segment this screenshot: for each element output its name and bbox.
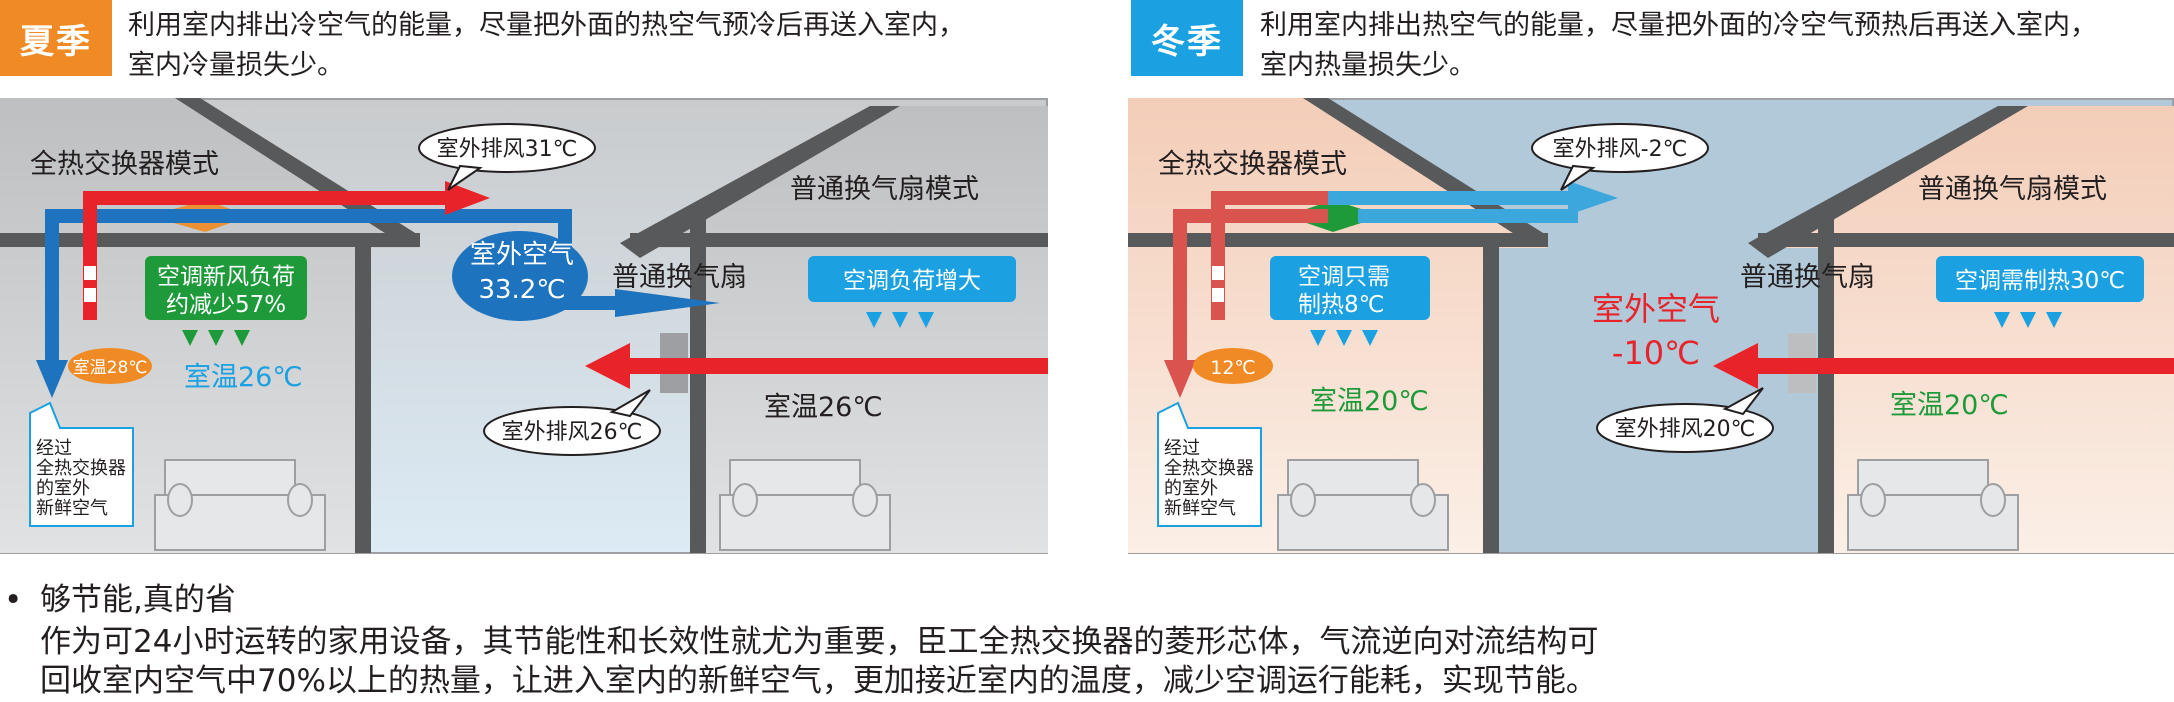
summer-fan-label: 普通换气扇 (612, 262, 747, 293)
winter-ac-heat-box (1936, 256, 2144, 302)
winter-fan-exhaust-arrow (1713, 343, 1758, 389)
summer-room-temp-right: 室温26℃ (764, 392, 883, 423)
summer-description-line2: 室内冷量损失少。 (128, 50, 344, 81)
summer-description-line1: 利用室内排出冷空气的能量，尽量把外面的热空气预冷后再送入室内， (128, 10, 965, 41)
summer-room-temp-badge (68, 348, 152, 384)
winter-heat-arrows (1310, 330, 1378, 346)
summer-diagram: 室外空气 33.2℃ 全热交换器模式 普通换气扇模式 普通换气扇 室外排风31℃… (0, 98, 1048, 554)
summer-callout-line: 新鲜空气 (36, 498, 108, 519)
summer-exhaust-bottom-label: 室外排风26℃ (502, 420, 643, 445)
winter-exhaust-bottom-bubble (1596, 403, 1774, 453)
winter-mode-right-title: 普通换气扇模式 (1918, 174, 2107, 205)
winter-room-temp-badge (1193, 348, 1273, 384)
summer-outdoor-air-bubble (452, 231, 588, 321)
summer-callout-line: 全热交换器 (36, 458, 126, 479)
winter-description-line2: 室内热量损失少。 (1260, 50, 1476, 81)
winter-mode-left-title: 全热交换器模式 (1158, 149, 1347, 180)
summer-supply-arrow (36, 360, 68, 398)
summer-exhaust-arrow (445, 181, 490, 215)
winter-callout-line: 经过 (1164, 438, 1200, 459)
summer-badge: 夏季 (0, 0, 112, 76)
summer-ac-load-label: 空调负荷增大 (843, 268, 981, 294)
summer-exhaust-top-bubble (418, 123, 596, 173)
summer-ac-arrows (866, 312, 934, 328)
summer-callout-line: 的室外 (36, 478, 90, 499)
summer-callout-line: 经过 (36, 438, 72, 459)
summer-exhaust-top-label: 室外排风31℃ (437, 137, 578, 162)
winter-diagram: 全热交换器模式 普通换气扇模式 普通换气扇 室外空气 -10℃ 室外排风-2℃ … (1128, 98, 2174, 554)
summer-load-line2: 约减少57% (166, 292, 286, 318)
summer-green-arrows (182, 330, 250, 346)
winter-callout (1157, 401, 1262, 527)
summer-fan-exhaust-arrow (585, 343, 630, 389)
summer-room-temp-left: 室温26℃ (184, 362, 303, 393)
winter-exhaust-arrow (1568, 181, 1618, 215)
winter-heat-line1: 空调只需 (1298, 264, 1390, 290)
winter-room-temp-left: 室温20℃ (1310, 386, 1429, 417)
winter-exhaust-bottom-label: 室外排风20℃ (1615, 417, 1756, 442)
summer-exhaust-bottom-bubble (483, 406, 661, 456)
summer-fresh-air-arrow (615, 289, 720, 317)
winter-heat-line2: 制热8℃ (1298, 292, 1384, 318)
winter-exchanger-core (1286, 200, 1383, 232)
winter-sofa-right (1847, 459, 2019, 551)
winter-outdoor-air-label: 室外空气 (1592, 290, 1720, 328)
winter-room-temp-right: 室温20℃ (1890, 390, 2009, 421)
summer-sofa-left (154, 459, 326, 551)
summer-sofa-right (719, 459, 891, 551)
winter-exhaust-top-label: 室外排风-2℃ (1553, 137, 1688, 162)
winter-callout-line: 新鲜空气 (1164, 498, 1236, 519)
winter-ac-heat-label: 空调需制热30℃ (1955, 268, 2125, 294)
winter-supply-arrow (1164, 360, 1196, 398)
summer-mode-right-title: 普通换气扇模式 (790, 174, 979, 205)
summer-room-temp-small: 室温28℃ (73, 358, 148, 378)
winter-room-temp-small: 12℃ (1210, 357, 1256, 379)
summer-load-box (145, 256, 307, 320)
winter-callout-line: 的室外 (1164, 478, 1218, 499)
summer-mode-left-title: 全热交换器模式 (30, 149, 219, 180)
winter-description-line1: 利用室内排出热空气的能量，尽量把外面的冷空气预热后再送入室内， (1260, 10, 2097, 41)
summer-outdoor-air-temp: 33.2℃ (478, 275, 565, 305)
winter-outdoor-air-temp: -10℃ (1612, 334, 1700, 372)
winter-badge: 冬季 (1131, 0, 1243, 76)
summer-outdoor-air-label: 室外空气 (470, 240, 574, 270)
summer-callout (29, 401, 134, 527)
winter-fan-label: 普通换气扇 (1740, 262, 1875, 293)
winter-ac-arrows (1994, 312, 2062, 328)
winter-sofa-left (1277, 459, 1449, 551)
energy-heading: 够节能,真的省 (40, 582, 236, 618)
winter-exhaust-top-bubble (1531, 123, 1709, 173)
energy-paragraph-line2: 回收室内空气中70%以上的热量，让进入室内的新鲜空气，更加接近室内的温度，减少空… (40, 663, 1597, 699)
summer-load-line1: 空调新风负荷 (157, 264, 295, 290)
winter-heat-box (1270, 256, 1430, 320)
energy-paragraph-line1: 作为可24小时运转的家用设备，其节能性和长效性就尤为重要，臣工全热交换器的菱形芯… (40, 624, 1599, 660)
winter-callout-line: 全热交换器 (1164, 458, 1254, 479)
bullet-symbol: • (4, 582, 23, 618)
summer-ac-load-box (808, 256, 1016, 302)
